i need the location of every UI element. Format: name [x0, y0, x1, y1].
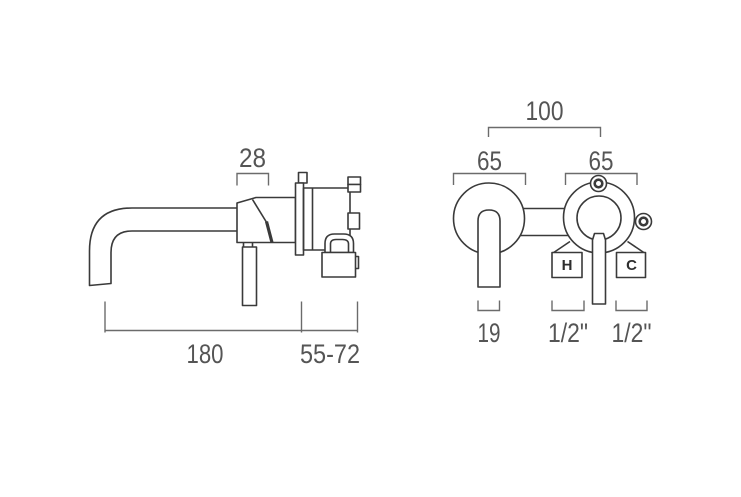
dim-bracket-half-hot	[551, 300, 585, 312]
mount-tab-middle	[347, 212, 361, 230]
spout-side-outline	[88, 207, 237, 287]
side-view	[88, 171, 362, 307]
dim-label-55-72: 55-72	[300, 339, 360, 369]
dim-label-65-right: 65	[589, 146, 614, 176]
hot-block-strut	[552, 240, 571, 254]
dim-bracket-65-left	[452, 172, 527, 185]
dim-bracket-half-cold	[615, 300, 648, 312]
handle-joint-wedge	[264, 221, 274, 243]
handle-joint-line	[251, 199, 270, 226]
dim-label-28: 28	[239, 143, 266, 173]
handle-body-outline	[236, 196, 297, 244]
cold-block-strut	[627, 240, 645, 254]
wall-flange	[294, 182, 305, 256]
dim-label-180: 180	[187, 339, 224, 369]
fitting-loop-outer	[324, 233, 355, 254]
fitting-box	[321, 251, 357, 278]
dim-label-half-hot: 1/2"	[548, 318, 588, 348]
hot-marker-label: H	[562, 257, 573, 274]
front-view: H C	[452, 174, 653, 305]
dim-bracket-28	[236, 172, 270, 186]
front-view-dimensions: 100 65 65 19 1/2" 1/2"	[452, 96, 652, 348]
dim-label-65-left: 65	[477, 146, 502, 176]
dim-bracket-19	[477, 300, 501, 312]
mount-tab-top-upper	[347, 176, 362, 186]
fitting-loop-inner	[329, 238, 350, 253]
side-view-dimensions: 28 180 55-72	[104, 143, 360, 369]
screw-right-inner	[638, 216, 649, 227]
screw-top-inner	[593, 178, 604, 189]
mount-tab-top-lower	[347, 183, 362, 193]
dim-label-half-cold: 1/2"	[612, 318, 652, 348]
hot-inlet-block	[551, 251, 583, 279]
dim-label-19: 19	[478, 318, 501, 348]
dim-bracket-100	[487, 126, 602, 137]
dim-label-100: 100	[526, 96, 564, 126]
dim-bracket-65-right	[564, 172, 638, 185]
flange-top-stub	[297, 171, 308, 184]
lever-side	[241, 246, 258, 307]
cold-inlet-block	[615, 251, 647, 279]
lever-front	[591, 232, 607, 305]
cold-marker-label: C	[626, 257, 637, 274]
spout-front-tube	[477, 209, 501, 288]
